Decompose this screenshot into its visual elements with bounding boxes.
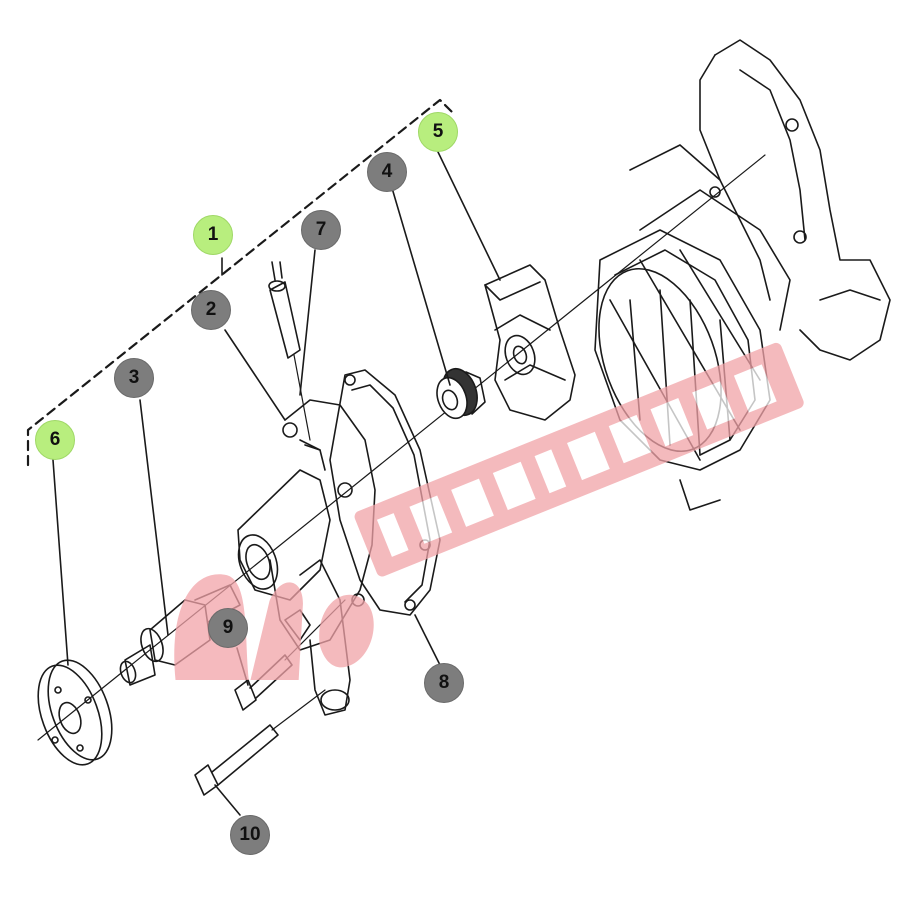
callout-4: 4 — [367, 152, 407, 192]
leader-7 — [299, 249, 316, 396]
dowel-pin — [268, 261, 311, 441]
shaft-axis — [37, 154, 766, 741]
leader-4 — [391, 187, 451, 386]
leader-2 — [224, 329, 286, 421]
callout-2: 2 — [191, 290, 231, 330]
leader-6 — [52, 459, 69, 666]
callout-6: 6 — [35, 420, 75, 460]
callout-10: 10 — [230, 815, 270, 855]
engine-block — [629, 39, 891, 361]
callout-8: 8 — [424, 663, 464, 703]
callout-3: 3 — [114, 358, 154, 398]
callout-9: 9 — [208, 608, 248, 648]
leader-5 — [437, 151, 501, 281]
callout-1: 1 — [193, 215, 233, 255]
mechanical-seal — [436, 367, 486, 420]
leader-3 — [139, 399, 169, 636]
callout-7: 7 — [301, 210, 341, 250]
assembly-bracket — [26, 98, 454, 467]
cover-housing — [594, 229, 771, 511]
callout-5: 5 — [418, 112, 458, 152]
pump-body — [237, 399, 376, 716]
pulley-hub — [37, 659, 113, 766]
impeller — [484, 264, 576, 421]
leader-9 — [236, 647, 249, 686]
bolt-long — [194, 689, 326, 796]
leader-10 — [214, 784, 241, 816]
leader-8 — [414, 614, 441, 666]
